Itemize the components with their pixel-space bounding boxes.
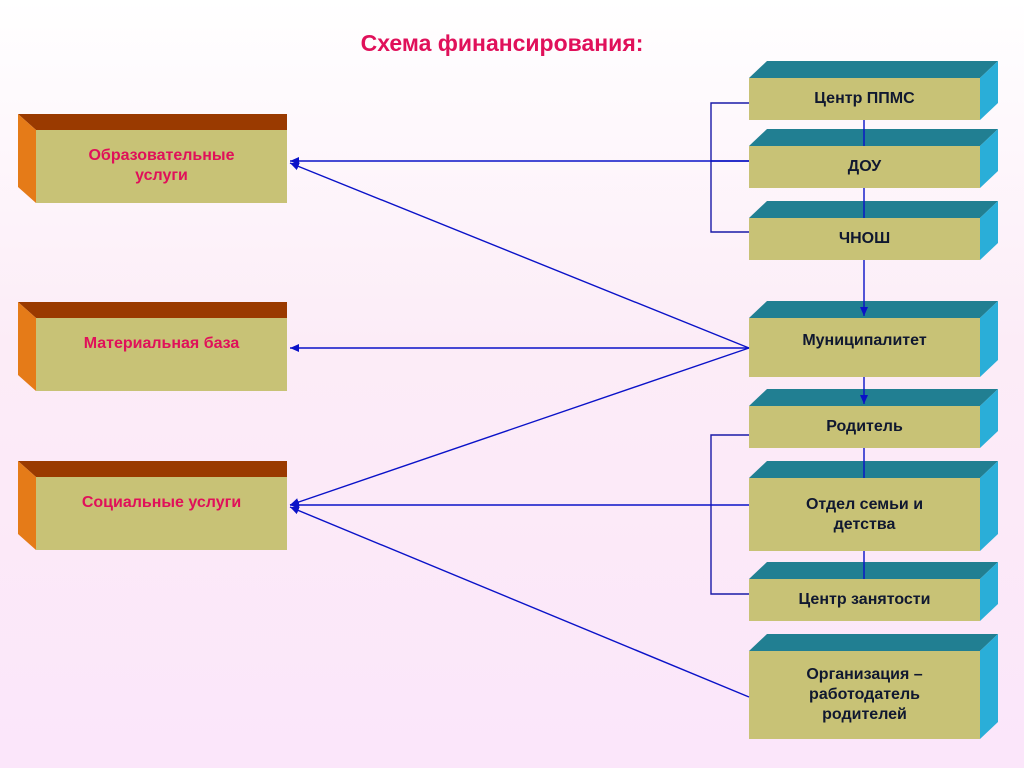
box-edu-label-line: Образовательные	[88, 147, 235, 164]
box-mun-side	[980, 301, 998, 377]
box-soc-top	[18, 461, 287, 477]
box-mun-top	[749, 301, 998, 318]
box-edu-label-line: услуги	[135, 167, 188, 184]
box-soc: Социальные услуги	[36, 477, 287, 550]
box-dou-top	[749, 129, 998, 146]
box-czan-front	[749, 579, 980, 621]
box-ppms: Центр ППМС	[749, 78, 980, 120]
box-rod-top	[749, 389, 998, 406]
box-chnosh-side	[980, 201, 998, 260]
box-org-label-line: работодатель	[809, 686, 920, 703]
box-rod-label-line: Родитель	[826, 418, 903, 435]
box-mun: Муниципалитет	[749, 318, 980, 377]
box-org-label-line: Организация –	[806, 666, 923, 683]
box-chnosh: ЧНОШ	[749, 218, 980, 260]
box-dou-side	[980, 129, 998, 188]
box-ppms-label-line: Центр ППМС	[814, 90, 915, 107]
box-chnosh-top	[749, 201, 998, 218]
box-otdel-side	[980, 461, 998, 551]
box-otdel-front	[749, 478, 980, 551]
box-edu: Образовательные услуги	[36, 130, 287, 203]
bracket-top-group	[710, 102, 749, 233]
box-dou: ДОУ	[749, 146, 980, 188]
box-mat-front	[36, 318, 287, 391]
box-ppms-side	[980, 61, 998, 120]
box-soc-label-line: Социальные услуги	[81, 494, 242, 511]
box-org: Организация – работодатель родителей	[749, 651, 980, 739]
box-mat: Материальная база	[36, 318, 287, 391]
box-mun-label-line: Муниципалитет	[802, 332, 927, 349]
diagram-title: Схема финансирования:	[360, 30, 644, 56]
box-rod-front	[749, 406, 980, 448]
bracket-bottom-group	[710, 434, 749, 595]
box-ppms-front	[749, 78, 980, 120]
box-otdel: Отдел семьи и детства	[749, 478, 980, 551]
box-mat-top	[18, 302, 287, 318]
box-czan-top	[749, 562, 998, 579]
box-mat-side	[18, 302, 36, 391]
box-mun-front	[749, 318, 980, 377]
arrow-org-to-soc	[289, 506, 750, 698]
box-edu-side	[18, 114, 36, 203]
box-edu-top	[18, 114, 287, 130]
box-dou-front	[749, 146, 980, 188]
arrow-mun-to-soc	[289, 347, 750, 506]
box-org-label-line: родителей	[822, 706, 907, 723]
box-chnosh-label-line: ЧНОШ	[838, 230, 891, 247]
box-dou-label-line: ДОУ	[847, 158, 882, 175]
box-mat-label-line: Материальная база	[83, 335, 240, 352]
box-czan-label-line: Центр занятости	[798, 591, 931, 608]
box-soc-front	[36, 477, 287, 550]
box-org-front	[749, 651, 980, 739]
arrow-mun-to-edu	[289, 162, 750, 349]
box-otdel-label-line: детства	[833, 515, 896, 533]
box-org-side	[980, 634, 998, 739]
box-rod-side	[980, 389, 998, 448]
box-otdel-top	[749, 461, 998, 478]
box-edu-front	[36, 130, 287, 203]
box-czan-side	[980, 562, 998, 621]
box-soc-side	[18, 461, 36, 550]
box-org-top	[749, 634, 998, 651]
box-czan: Центр занятости	[749, 579, 980, 621]
box-ppms-top	[749, 61, 998, 78]
box-rod: Родитель	[749, 406, 980, 448]
box-chnosh-front	[749, 218, 980, 260]
box-otdel-label-line: Отдел семьи и	[805, 495, 924, 513]
